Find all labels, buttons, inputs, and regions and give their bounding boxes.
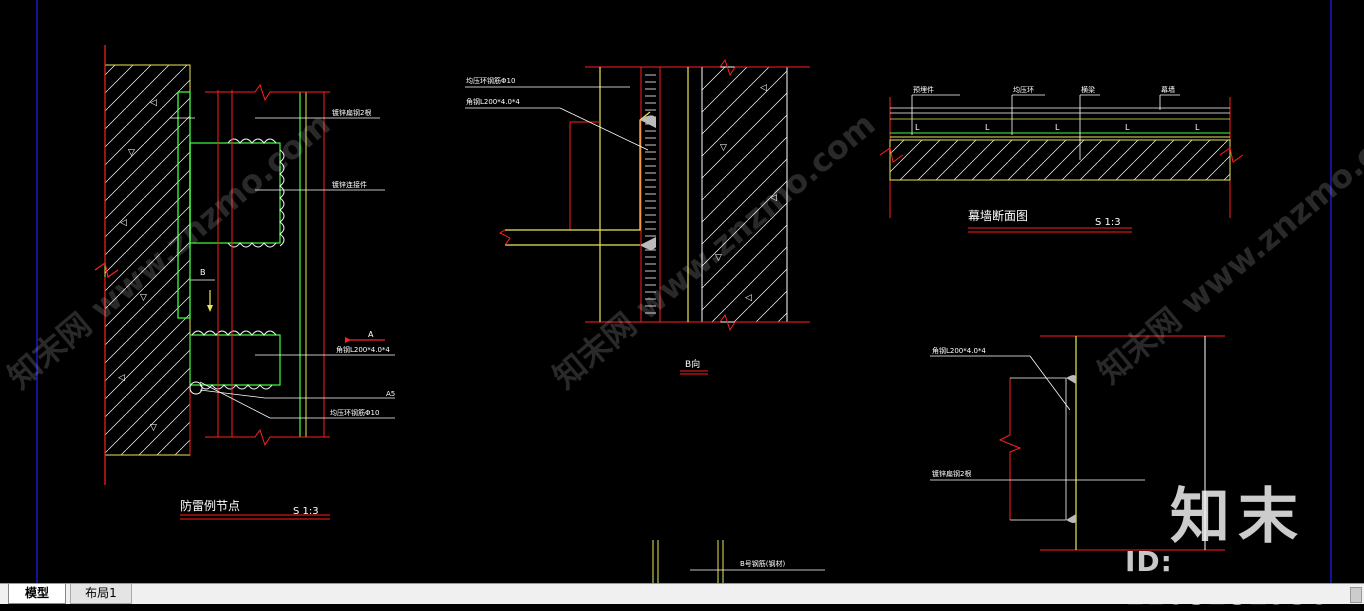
svg-text:▽: ▽	[128, 148, 135, 158]
rt-label-curtainwall: 幕墙	[1161, 85, 1175, 94]
rb-label-angle: 角钢L200*4.0*4	[932, 346, 986, 355]
drawing-svg: ▽ ◁ ◁ ▽ ◁ ▽	[1, 0, 1364, 583]
svg-text:◁: ◁	[120, 218, 127, 228]
svg-text:◁: ◁	[770, 193, 777, 203]
detail-left-title: 防雷例节点	[180, 498, 240, 513]
left-label-connector: 镀锌连接件	[332, 180, 367, 189]
section-a-mark: A	[368, 330, 374, 339]
detail-left-scale: S 1:3	[293, 506, 319, 517]
mid-label-angle: 角钢L200*4.0*4	[466, 97, 520, 106]
svg-text:◁: ◁	[150, 98, 157, 108]
svg-text:▽: ▽	[150, 423, 157, 433]
svg-text:L: L	[1125, 123, 1130, 132]
tab-model[interactable]: 模型	[8, 584, 66, 604]
detail-mid-title: B向	[685, 358, 700, 370]
scrollbar-handle[interactable]	[1350, 587, 1362, 603]
cad-model-space[interactable]: ▽ ◁ ◁ ▽ ◁ ▽	[0, 0, 1364, 583]
detail-right-top-drawing: L L L L L	[879, 94, 1244, 233]
rt-label-ring: 均压环	[1013, 85, 1034, 94]
svg-text:▽: ▽	[140, 293, 147, 303]
rb-label-flatbar: 镀锌扁钢2根	[932, 469, 971, 478]
svg-text:▽: ▽	[715, 253, 722, 263]
svg-text:L: L	[915, 123, 920, 132]
left-label-a5: A5	[386, 390, 395, 398]
tab-layout1[interactable]: 布局1	[70, 584, 132, 604]
mid-bottom-label: B号钢筋(钢材)	[740, 559, 786, 568]
section-b-mark: B	[200, 268, 206, 277]
watermark-logo: 知末	[1170, 482, 1306, 552]
detail-left-drawing: ▽ ◁ ◁ ▽ ◁ ▽	[94, 45, 395, 520]
svg-text:L: L	[1055, 123, 1060, 132]
rt-label-beam: 横梁	[1081, 85, 1095, 94]
svg-text:◁: ◁	[745, 293, 752, 303]
left-label-ring: 均压环钢筋Φ10	[330, 408, 379, 417]
left-label-angle: 角钢L200*4.0*4	[336, 345, 390, 354]
svg-text:▽: ▽	[720, 143, 727, 153]
left-label-flatbar: 镀锌扁钢2根	[332, 108, 371, 117]
rt-label-embed: 预埋件	[913, 85, 934, 94]
detail-right-top-scale: S 1:3	[1095, 217, 1121, 228]
mid-label-ring: 均压环钢筋Φ10	[466, 76, 515, 85]
layout-tab-bar: 模型 布局1	[0, 583, 1364, 604]
svg-text:L: L	[1195, 123, 1200, 132]
svg-text:L: L	[985, 123, 990, 132]
svg-text:◁: ◁	[760, 83, 767, 93]
detail-mid-drawing: ◁ ▽ ◁ ▽ ◁	[465, 58, 825, 583]
detail-right-top-title: 幕墙断面图	[968, 208, 1028, 223]
detail-right-bottom-drawing	[930, 335, 1225, 551]
svg-text:◁: ◁	[118, 373, 125, 383]
